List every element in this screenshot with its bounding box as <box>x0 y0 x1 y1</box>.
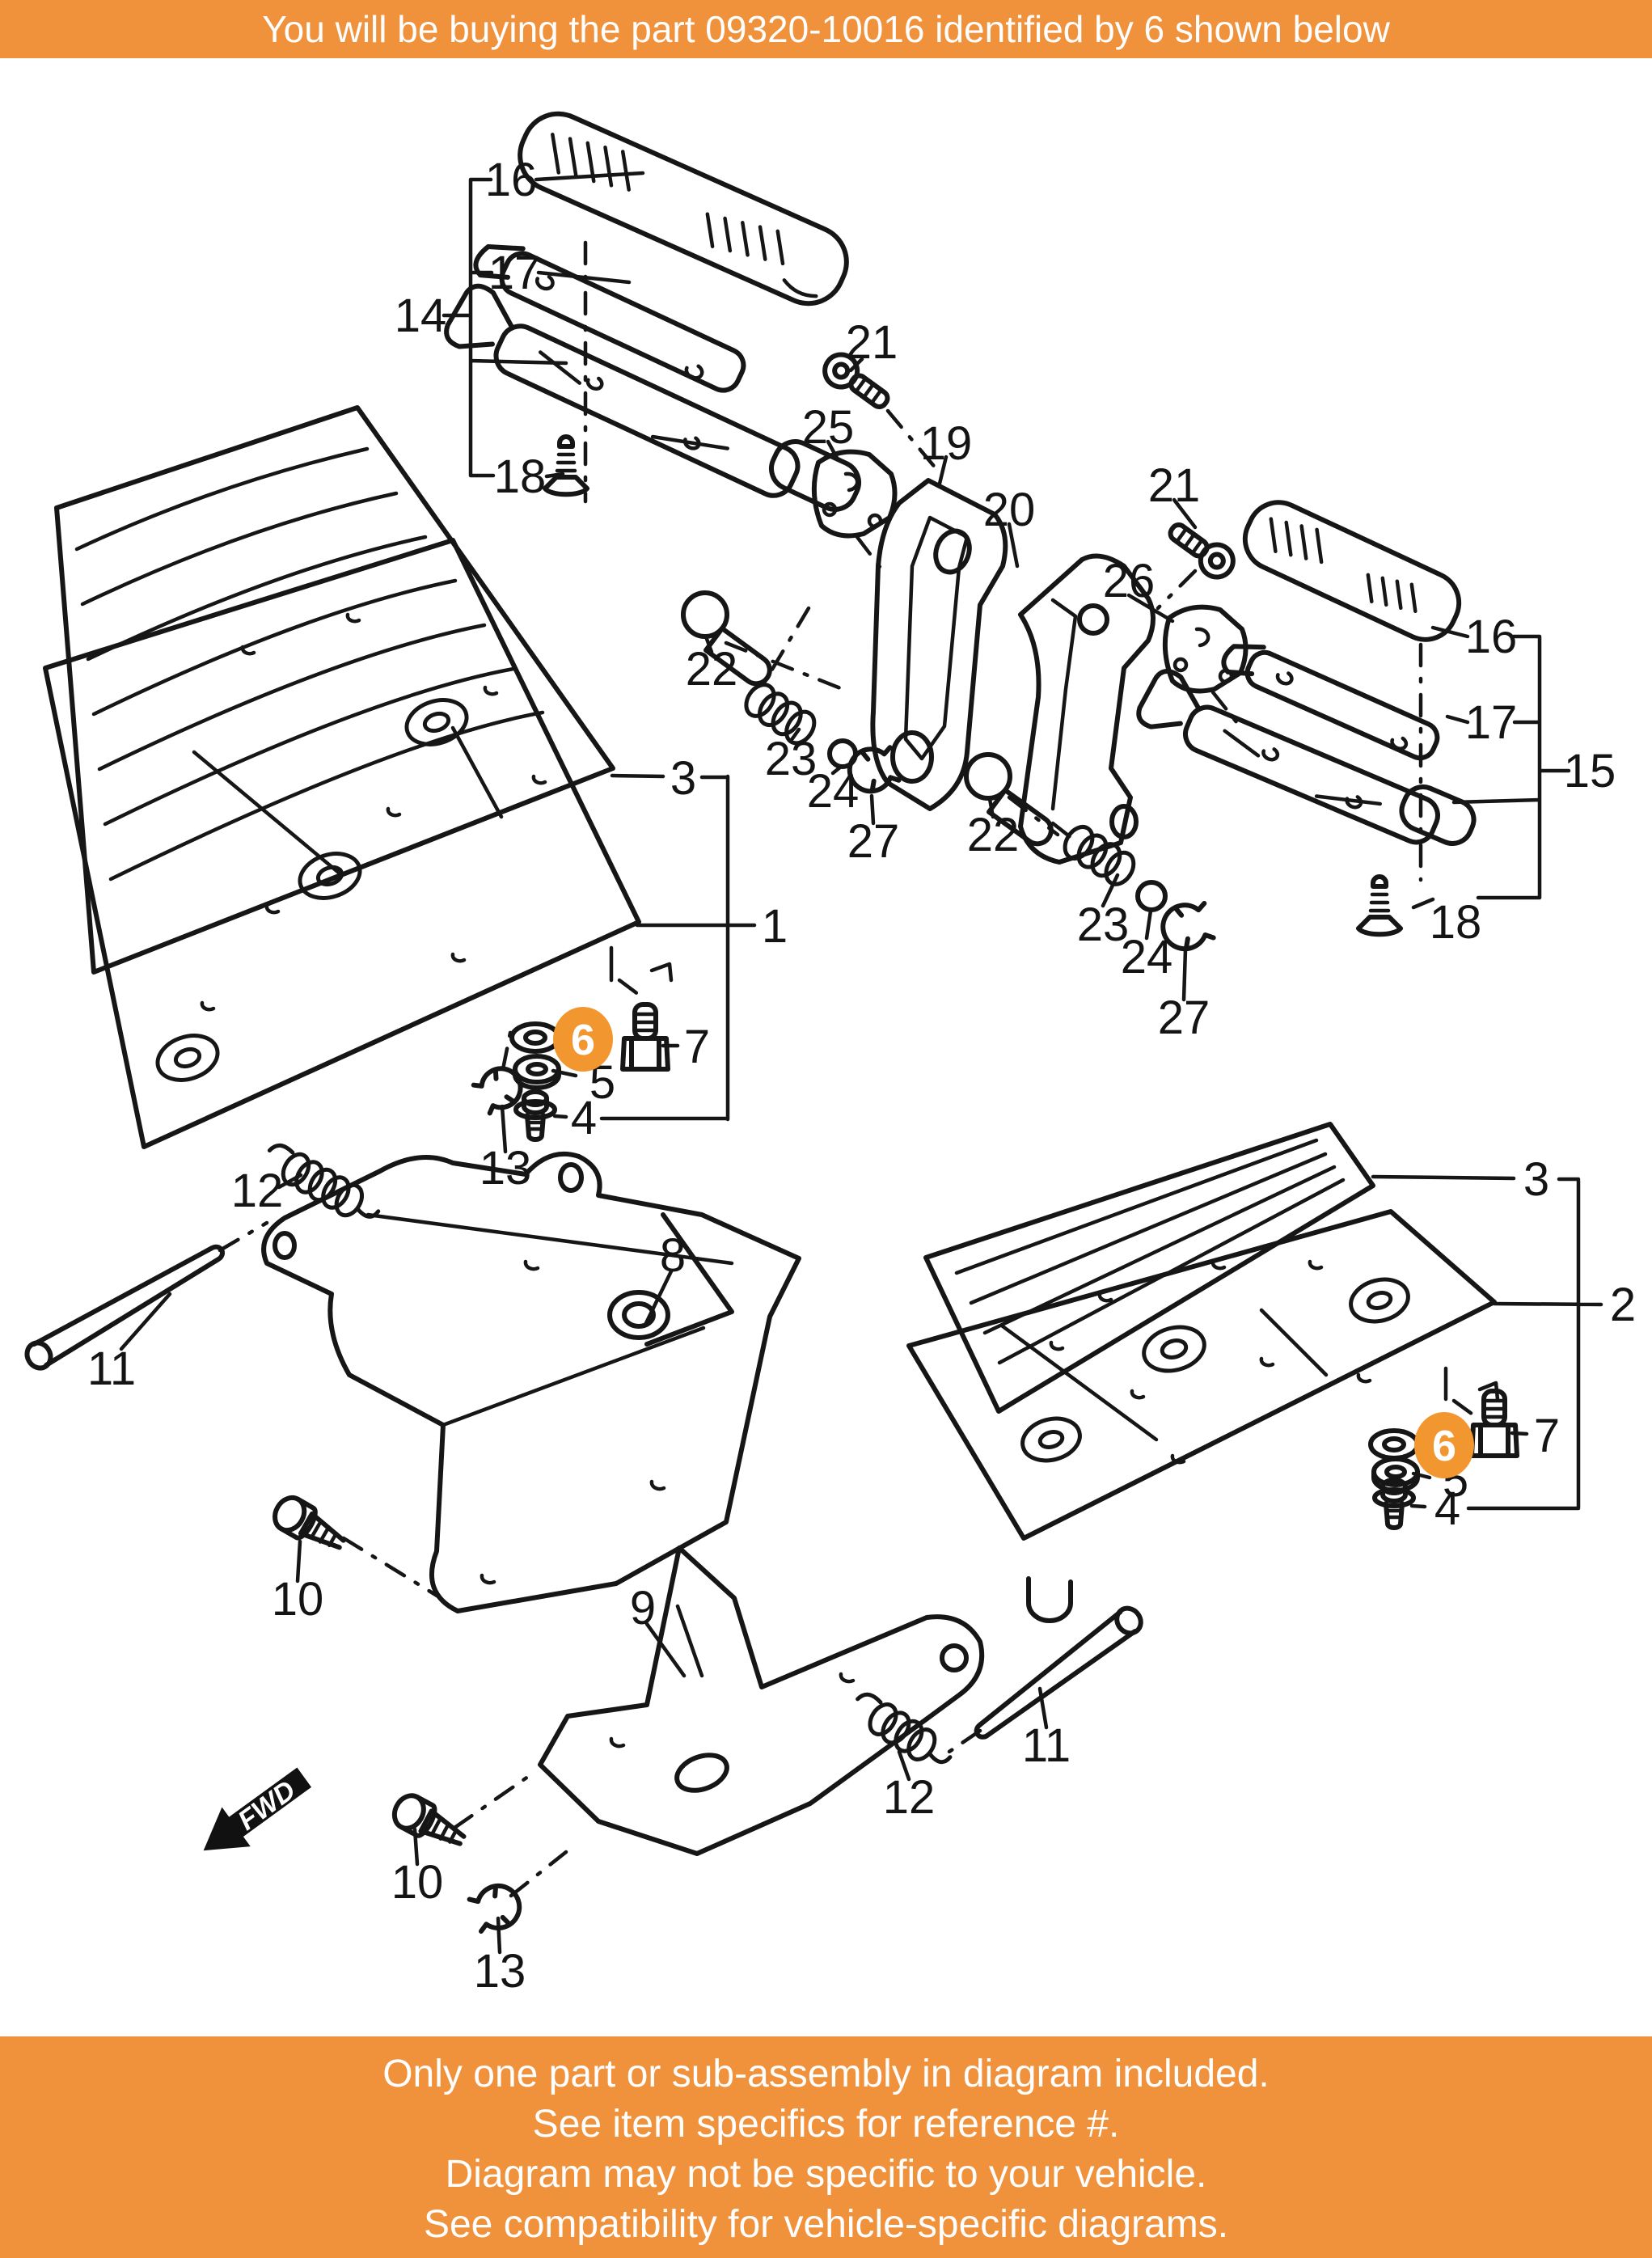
part-number-label: 10 <box>272 1573 324 1626</box>
part-number-label: 9 <box>630 1582 656 1634</box>
bracket-8 <box>261 1151 801 1613</box>
footrest-bar-15-right <box>1136 669 1477 846</box>
part-number-label: 16 <box>1465 611 1518 663</box>
footrest-bar-14-left <box>444 283 861 512</box>
part-number-label: 22 <box>967 809 1020 861</box>
part-number-label: 23 <box>1077 899 1130 951</box>
fwd-arrow-icon <box>203 1767 312 1851</box>
disclaimer-line: Only one part or sub-assembly in diagram… <box>382 2053 1270 2095</box>
highlight-circle[interactable] <box>1414 1412 1474 1478</box>
clip-13-lower <box>467 1883 522 1934</box>
part-number-label: 10 <box>391 1856 444 1909</box>
bracket-19 <box>870 478 1008 811</box>
part-number-label: 17 <box>1465 696 1518 749</box>
floorboard-cover-3-left <box>54 405 615 975</box>
washer-6-left <box>509 1021 561 1054</box>
screw-18-right <box>1356 874 1403 937</box>
part-number-label: 4 <box>571 1092 597 1144</box>
plate-26 <box>1162 604 1249 694</box>
disclaimer-line: See item specifics for reference #. <box>532 2103 1120 2146</box>
footrest-plate-17-right <box>1221 644 1440 761</box>
bracket-20 <box>1018 553 1156 865</box>
part-number-label: 24 <box>807 765 860 818</box>
part-number-label: 7 <box>684 1021 710 1073</box>
part-number-label: 15 <box>1564 745 1616 797</box>
floorboard-base-2-right <box>906 1209 1497 1623</box>
part-number-label: 13 <box>480 1142 532 1195</box>
highlighted-part-number: 6 <box>571 1016 595 1064</box>
floorboard-base-1-left <box>43 538 641 1149</box>
clip-13-left <box>471 1066 523 1116</box>
bolt-7-right <box>1469 1389 1519 1458</box>
hidden-assembly-dash-lines <box>218 240 1474 1898</box>
part-number-label: 21 <box>846 316 898 369</box>
part-number-label: 7 <box>1534 1410 1560 1462</box>
part-number-label: 14 <box>395 290 447 342</box>
top-info-banner: You will be buying the part 09320-10016 … <box>0 0 1652 58</box>
exploded-parts-line-art <box>24 111 1603 1955</box>
bolt-4-right <box>1372 1478 1416 1530</box>
part-number-label: 18 <box>494 450 547 503</box>
part-number-label: 22 <box>686 643 738 696</box>
plate-25 <box>811 449 898 539</box>
top-banner-text: You will be buying the part 09320-10016 … <box>262 8 1390 50</box>
fwd-direction-marker: FWD <box>203 1767 312 1851</box>
highlighted-part-marker[interactable]: 6 <box>553 1007 613 1072</box>
part-number-label: 2 <box>1610 1279 1636 1331</box>
footrest-pad-16-left <box>518 111 849 307</box>
washer-6-right <box>1368 1428 1420 1461</box>
part-number-label: 27 <box>1158 992 1210 1044</box>
bolt-10-lower <box>391 1793 467 1846</box>
spring-23-left <box>744 683 817 746</box>
part-number-label: 26 <box>1103 555 1156 607</box>
footrest-pad-16-right <box>1242 500 1462 642</box>
part-number-label: 11 <box>1022 1719 1071 1772</box>
part-number-label: 23 <box>765 733 818 785</box>
rod-11-right <box>974 1605 1143 1740</box>
ball-24-right <box>1135 880 1168 912</box>
bolt-10-upper <box>273 1495 346 1550</box>
part-number-label: 13 <box>474 1945 526 1998</box>
floorboard-cover-3-right <box>923 1122 1375 1414</box>
part-number-label: 12 <box>231 1165 284 1217</box>
screw-18-left <box>543 434 589 497</box>
part-number-label: 12 <box>883 1771 936 1824</box>
bolt-21-right <box>1168 522 1236 580</box>
part-number-label: 17 <box>488 247 541 299</box>
bolt-4-left <box>513 1089 557 1142</box>
part-number-label: 18 <box>1430 896 1482 949</box>
part-number-label: 27 <box>847 815 900 868</box>
part-number-label: 19 <box>920 417 973 470</box>
highlighted-part-number: 6 <box>1432 1422 1456 1470</box>
part-number-label: 3 <box>1523 1153 1549 1206</box>
bolt-21-left <box>822 352 890 409</box>
e-clip-27-right <box>1160 900 1216 952</box>
part-number-label: 24 <box>1121 931 1173 983</box>
disclaimer-line: See compatibility for vehicle-specific d… <box>423 2203 1229 2246</box>
bracket-9 <box>538 1546 985 1856</box>
highlight-circle[interactable] <box>553 1007 613 1072</box>
part-number-label: 25 <box>802 401 855 454</box>
leader-lines <box>119 171 1603 1955</box>
highlighted-part-marker[interactable]: 6 <box>1414 1412 1474 1478</box>
part-number-label: 8 <box>660 1229 686 1282</box>
part-number-label: 11 <box>87 1343 136 1395</box>
disclaimer-line: Diagram may not be specific to your vehi… <box>445 2153 1207 2196</box>
part-number-label: 4 <box>1434 1482 1460 1535</box>
spring-23-right <box>1063 824 1136 886</box>
bolt-7-left <box>620 1002 670 1072</box>
part-number-label: 16 <box>485 154 538 206</box>
footrest-plate-17-left <box>473 244 746 393</box>
e-clip-27-left <box>847 745 902 794</box>
part-number-label: 21 <box>1148 459 1201 512</box>
part-number-label: 3 <box>670 752 696 805</box>
part-number-label: 1 <box>762 900 788 953</box>
part-number-label: 20 <box>983 484 1036 536</box>
bottom-disclaimer-banner: Only one part or sub-assembly in diagram… <box>0 2036 1652 2258</box>
